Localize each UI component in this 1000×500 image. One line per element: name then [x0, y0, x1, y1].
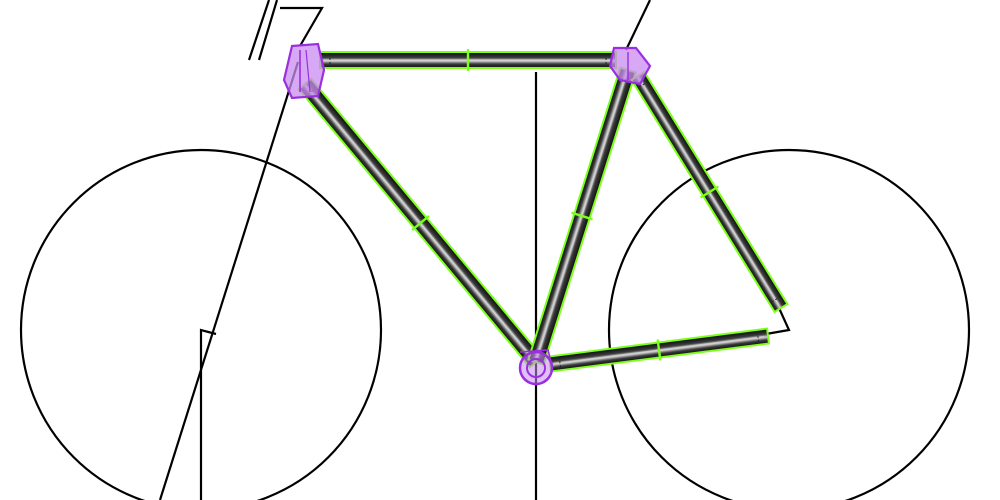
handlebar-line-2 — [257, 0, 279, 61]
rear-dropout-line — [765, 307, 791, 336]
seat-stay-midpoint-marker — [699, 185, 720, 199]
fork-offset-line — [199, 328, 217, 500]
frame-tubes — [297, 49, 790, 375]
sketch-geometry — [19, 0, 971, 500]
top-tube[interactable] — [319, 49, 617, 71]
down-tube-midpoint-marker — [411, 215, 430, 231]
seat-stay[interactable] — [629, 70, 790, 314]
chain-stay-midpoint-marker — [656, 339, 662, 361]
head-lug[interactable] — [282, 42, 326, 100]
seat-tube-midpoint-marker — [571, 211, 593, 221]
stem-line — [280, 6, 324, 47]
frame-joints — [282, 42, 652, 386]
front-wheel — [19, 148, 383, 500]
seat-tube[interactable] — [526, 66, 639, 366]
rear-wheel — [607, 148, 971, 500]
seat-tube-extension-line — [625, 0, 651, 51]
chain-stay[interactable] — [547, 326, 771, 375]
down-tube[interactable] — [297, 77, 545, 369]
bottom-bracket[interactable] — [518, 349, 554, 386]
steering-axis-line — [158, 61, 300, 500]
handlebar-line-1 — [247, 0, 271, 61]
seat-lug[interactable] — [608, 46, 652, 86]
